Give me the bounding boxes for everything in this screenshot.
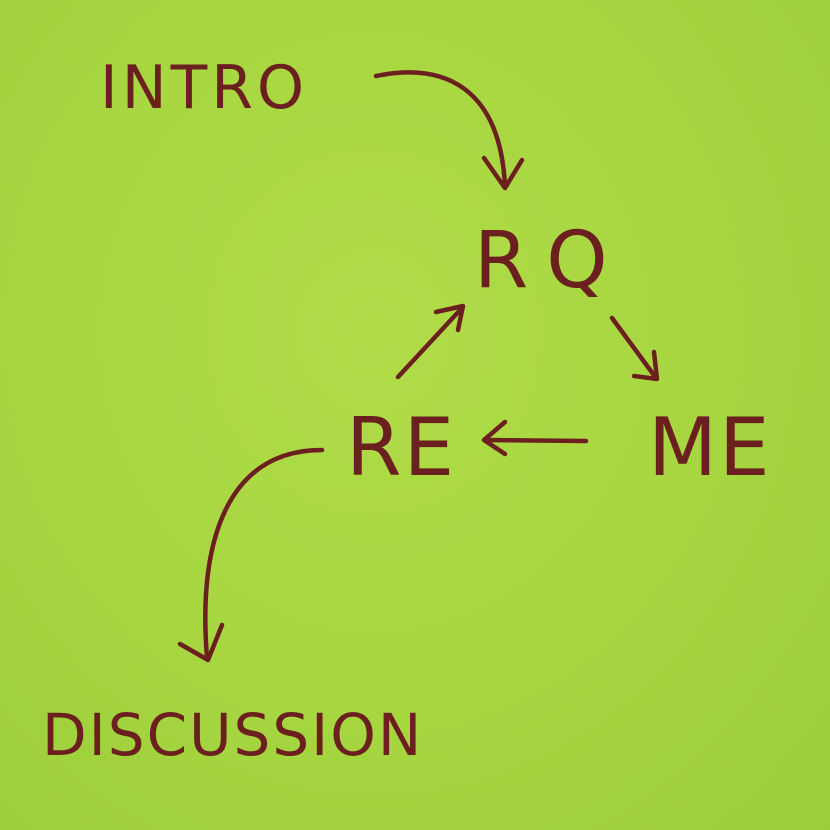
node-intro: INTRO — [100, 53, 309, 123]
node-rq: RQ — [474, 216, 626, 306]
arrow-me-to-re — [481, 419, 589, 457]
node-re: RE — [346, 401, 457, 494]
node-me: ME — [648, 401, 772, 494]
arrow-intro-to-rq — [373, 70, 525, 191]
arrow-re-to-rq — [395, 303, 466, 380]
arrow-rq-to-me — [609, 315, 660, 382]
arrow-re-to-discussion — [177, 447, 325, 663]
node-discussion: DISCUSSION — [42, 701, 424, 769]
